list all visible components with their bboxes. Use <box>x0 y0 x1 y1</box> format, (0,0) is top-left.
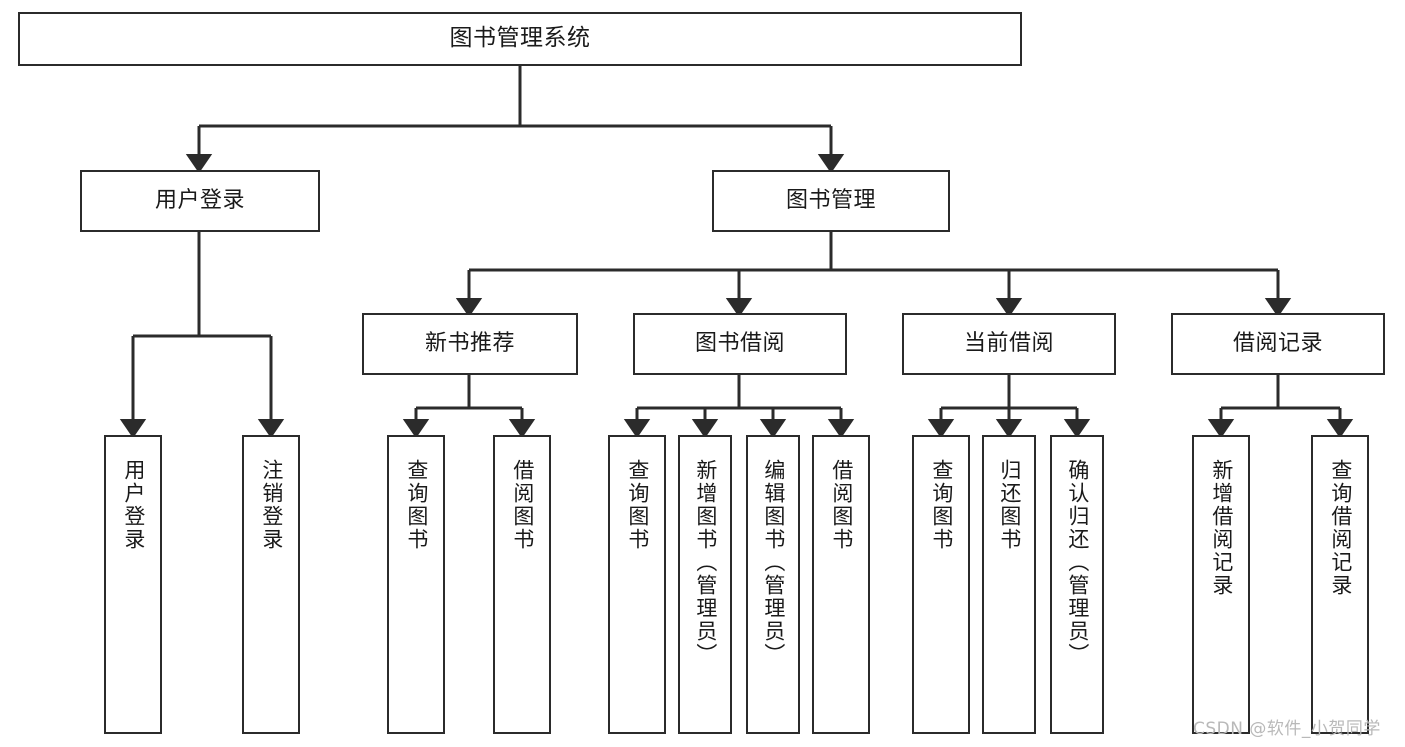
node-label: 借阅图书 <box>510 459 535 551</box>
watermark-text: CSDN @软件_小贺同学 <box>1193 719 1381 739</box>
node-current-borrowing[interactable]: 当前借阅 <box>902 313 1116 375</box>
leaf-query-books-recommend[interactable]: 查询图书 <box>387 435 445 734</box>
node-label: 注销登录 <box>259 459 284 551</box>
node-label: 新增图书（管理员） <box>693 459 718 666</box>
leaf-query-borrow-record[interactable]: 查询借阅记录 <box>1311 435 1369 734</box>
node-label: 查询图书 <box>929 459 954 551</box>
leaf-query-books-current[interactable]: 查询图书 <box>912 435 970 734</box>
node-borrow-records[interactable]: 借阅记录 <box>1171 313 1385 375</box>
node-label: 新增借阅记录 <box>1209 459 1234 597</box>
leaf-confirm-return-admin[interactable]: 确认归还（管理员） <box>1050 435 1104 734</box>
leaf-borrow-books-borrowing[interactable]: 借阅图书 <box>812 435 870 734</box>
node-user-login[interactable]: 用户登录 <box>80 170 320 232</box>
node-book-borrowing[interactable]: 图书借阅 <box>633 313 847 375</box>
node-book-management[interactable]: 图书管理 <box>712 170 950 232</box>
node-root-system[interactable]: 图书管理系统 <box>18 12 1022 66</box>
leaf-edit-book-admin[interactable]: 编辑图书（管理员） <box>746 435 800 734</box>
node-label: 用户登录 <box>154 188 245 214</box>
node-label: 查询图书 <box>404 459 429 551</box>
leaf-add-borrow-record[interactable]: 新增借阅记录 <box>1192 435 1250 734</box>
node-label: 图书管理系统 <box>449 25 591 52</box>
node-label: 图书借阅 <box>694 331 785 357</box>
node-label: 归还图书 <box>997 459 1022 551</box>
leaf-return-books[interactable]: 归还图书 <box>982 435 1036 734</box>
leaf-add-book-admin[interactable]: 新增图书（管理员） <box>678 435 732 734</box>
node-label: 查询图书 <box>625 459 650 551</box>
node-label: 当前借阅 <box>963 331 1054 357</box>
leaf-borrow-books-recommend[interactable]: 借阅图书 <box>493 435 551 734</box>
node-label: 新书推荐 <box>424 331 515 357</box>
leaf-query-books-borrowing[interactable]: 查询图书 <box>608 435 666 734</box>
node-label: 查询借阅记录 <box>1328 459 1353 597</box>
node-label: 用户登录 <box>121 459 146 551</box>
leaf-user-login[interactable]: 用户登录 <box>104 435 162 734</box>
node-label: 编辑图书（管理员） <box>761 459 786 666</box>
node-label: 图书管理 <box>785 188 876 214</box>
node-new-book-recommendation[interactable]: 新书推荐 <box>362 313 578 375</box>
node-label: 借阅记录 <box>1232 331 1323 357</box>
leaf-logout[interactable]: 注销登录 <box>242 435 300 734</box>
node-label: 借阅图书 <box>829 459 854 551</box>
node-label: 确认归还（管理员） <box>1065 459 1090 666</box>
